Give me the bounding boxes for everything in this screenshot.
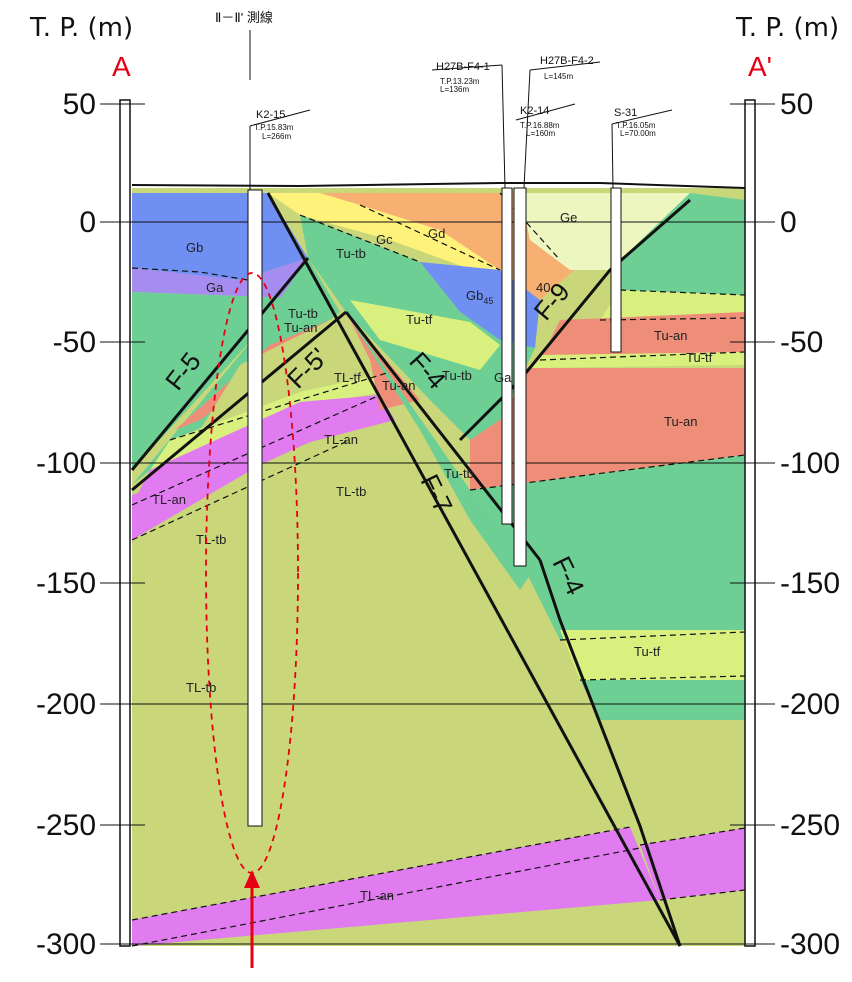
label-TL-an-band: TL-an: [324, 432, 358, 447]
borehole-H27B-F4-2: H27B-F4-2 L=145m: [523, 55, 601, 189]
label-Tu-tf-center: Tu-tf: [406, 312, 433, 327]
label-Gc: Gc: [376, 232, 393, 247]
ground-surface: [131, 182, 746, 189]
label-Gd: Gd: [428, 226, 445, 241]
tick-left-minus100: -100: [36, 447, 96, 480]
unit-Tu-an-right-2: [470, 368, 745, 490]
label-Ge: Ge: [560, 210, 577, 225]
borehole-S-31-name: S-31: [614, 107, 637, 119]
unit-TL-an-deep: [132, 827, 660, 946]
unit-TL-an-deep-right: [640, 828, 745, 900]
unit-Gb-left: [132, 193, 308, 280]
label-TL-tf: TL-tf: [334, 370, 361, 385]
borehole-H27B-F4-1-length: L=136m: [440, 85, 469, 94]
depth-gridlines: [100, 103, 775, 945]
unit-Tu-tf-right-top: [600, 290, 745, 320]
survey-line-label: Ⅱ－Ⅱ' 測線: [215, 10, 273, 25]
label-Ga-center: Ga: [494, 370, 512, 385]
label-Tu-an-wedge: Tu-an: [284, 320, 317, 335]
tick-left-0: 0: [79, 206, 96, 239]
label-Tu-an-right-2: Tu-an: [664, 414, 697, 429]
unit-TL-an-band: [132, 395, 395, 505]
borehole-H27B-F4-1-name: H27B-F4-1: [436, 61, 490, 73]
tick-left-50: 50: [63, 88, 96, 121]
tick-right-minus200: -200: [780, 688, 840, 721]
unit-Tu-tf-right-3: [560, 630, 745, 680]
borehole-K2-15-name: K2-15: [256, 109, 285, 121]
borehole-K2-14-length: L=160m: [526, 129, 555, 138]
tick-right-minus250: -250: [780, 809, 840, 842]
label-Tu-an-mid: Tu-an: [382, 378, 415, 393]
tick-left-minus300: -300: [36, 928, 96, 961]
unit-Tu-tf-center: [350, 300, 500, 370]
right-axis-bar: [744, 99, 756, 947]
unit-Ge: [520, 193, 690, 270]
section-end-A: A: [112, 51, 131, 82]
borehole-H27B-F4-1: H27B-F4-1 T.P.13.23m L=136m: [431, 61, 513, 525]
label-Gb-center: Gb45: [466, 288, 493, 306]
tick-right-minus150: -150: [780, 567, 840, 600]
tick-right-0: 0: [780, 206, 797, 239]
unit-Tu-tb-right-top: [610, 193, 745, 300]
borehole-K2-14-name: K2-14: [520, 105, 549, 117]
label-TL-an-left: TL-an: [152, 492, 186, 507]
tick-left-minus250: -250: [36, 809, 96, 842]
label-Tu-an-right-1: Tu-an: [654, 328, 687, 343]
unit-Tu-tb-right-low: [580, 680, 745, 720]
borehole-H27B-F4-2-length: L=145m: [544, 72, 573, 81]
tick-left-minus50: -50: [53, 326, 96, 359]
label-depth-40: 40: [536, 280, 550, 295]
label-TL-an-deep: TL-an: [360, 888, 394, 903]
fault-lines: [130, 192, 691, 947]
right-unit-label: T. P. (m): [735, 13, 839, 43]
tick-right-minus100: -100: [780, 447, 840, 480]
label-Tu-tb-wedge: Tu-tb: [288, 306, 318, 321]
borehole-K2-14-elev: T.P.16.88m: [520, 121, 560, 130]
left-unit-label: T. P. (m): [29, 13, 133, 43]
label-TL-tb-upper: TL-tb: [336, 484, 366, 499]
label-Gb-center-text: Gb: [466, 288, 483, 303]
unit-Ga-left: [132, 258, 308, 298]
unit-Tu-tb-right-main: [470, 455, 745, 640]
borehole-K2-15-elev: T.P.15.83m: [254, 123, 294, 132]
tick-right-50: 50: [780, 88, 813, 121]
highlight-arrow-head: [244, 870, 260, 888]
label-TL-tb-lower: TL-tb: [186, 680, 216, 695]
tick-right-minus300: -300: [780, 928, 840, 961]
borehole-S-31: S-31 T.P.16.05m L=70.00m: [610, 107, 673, 353]
tick-left-minus200: -200: [36, 688, 96, 721]
label-Gb-left: Gb: [186, 240, 203, 255]
borehole-S-31-elev: T.P.16.05m: [616, 121, 656, 130]
label-Tu-tb-upper: Tu-tb: [336, 246, 366, 261]
label-Tu-tf-right-2: Tu-tf: [686, 350, 713, 365]
unit-Tu-tb-F7: [346, 312, 540, 590]
borehole-K2-15-length: L=266m: [262, 132, 291, 141]
section-end-A-prime: A': [748, 51, 772, 82]
unit-TL-tf-wedge: [200, 312, 385, 430]
label-Tu-tb-center: Tu-tb: [442, 368, 472, 383]
tick-right-minus50: -50: [780, 326, 823, 359]
borehole-H27B-F4-2-name: H27B-F4-2: [540, 55, 594, 67]
label-Tu-tb-F7: Tu-tb: [444, 466, 474, 481]
borehole-S-31-length: L=70.00m: [620, 129, 656, 138]
unit-TL-tf-band: [150, 372, 400, 470]
label-Tu-tf-right-3: Tu-tf: [634, 644, 661, 659]
borehole-K2-14: K2-14 T.P.16.88m L=160m: [513, 103, 576, 567]
label-Gb-center-sub: 45: [483, 296, 493, 306]
unit-Tu-tf-right-2: [530, 352, 745, 368]
left-axis-bar: [119, 99, 131, 947]
tick-left-minus150: -150: [36, 567, 96, 600]
unit-Tu-an-right-1: [540, 312, 745, 360]
borehole-H27B-F4-1-elev: T.P.13.23m: [440, 77, 480, 86]
borehole-K2-15: K2-15 T.P.15.83m L=266m: [247, 109, 311, 827]
label-TL-tb-left: TL-tb: [196, 532, 226, 547]
label-Ga-left: Ga: [206, 280, 224, 295]
